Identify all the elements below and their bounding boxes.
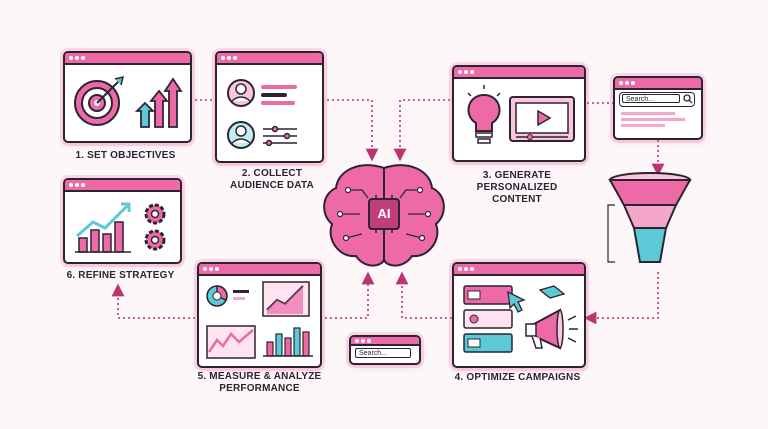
step-2-illustration (227, 79, 297, 149)
step-3-label: 3. GENERATE PERSONALIZED CONTENT (476, 170, 558, 205)
arrow-2-to-ai (322, 99, 379, 162)
user-avatar-icon (227, 121, 255, 149)
cursor-icon (507, 290, 526, 313)
step-3-illustration (467, 85, 575, 144)
line-chart-icon (75, 202, 131, 253)
step-5-illustration (206, 281, 313, 359)
arrow-3-to-ai (393, 99, 450, 162)
step-1-illustration (74, 75, 183, 128)
step-2-window (215, 51, 324, 163)
ai-chip-label: AI (377, 206, 391, 221)
user-avatar-icon (227, 79, 255, 107)
gear-icon (144, 229, 166, 251)
target-icon (74, 75, 125, 126)
step-6-illustration (75, 202, 166, 253)
step-1-window (63, 51, 192, 143)
line-chart-icon (206, 325, 256, 359)
step-6-label: 6. REFINE STRATEGY (66, 270, 175, 281)
line-chart-icon (262, 281, 310, 317)
search-box-top[interactable]: Search... (619, 92, 695, 107)
bar-chart-icon (263, 327, 313, 357)
arrow-funnel-to-4 (583, 272, 659, 325)
step-1-label: 1. SET OBJECTIVES (75, 150, 176, 161)
search-input-bottom[interactable]: Search... (355, 348, 411, 358)
arrow-4-to-ai (395, 271, 452, 319)
lightbulb-icon (467, 85, 501, 144)
step-3-window (452, 65, 586, 162)
step-5-label: 5. MEASURE & ANALYZE PERFORMANCE (197, 371, 322, 394)
arrow-5-to-ai (320, 271, 375, 319)
step-6-window (63, 178, 182, 264)
step-2-label: 2. COLLECT AUDIENCE DATA (230, 168, 314, 191)
step-4-label: 4. OPTIMIZE CAMPAIGNS (454, 372, 581, 383)
search-window-bottom: Search... (349, 335, 421, 365)
pie-chart-icon (206, 285, 249, 307)
megaphone-icon (525, 308, 578, 350)
step-4-window (452, 262, 586, 368)
search-window: Search... (613, 76, 703, 140)
step-4-illustration (463, 285, 578, 353)
search-input-top[interactable]: Search... (622, 94, 680, 103)
step-5-window (197, 262, 322, 368)
search-icon (683, 94, 693, 104)
search-results (621, 112, 685, 127)
video-play-icon (509, 96, 575, 142)
gear-icon (144, 203, 166, 225)
growth-arrows-icon (134, 77, 183, 128)
arrow-5-to-6 (111, 283, 195, 319)
